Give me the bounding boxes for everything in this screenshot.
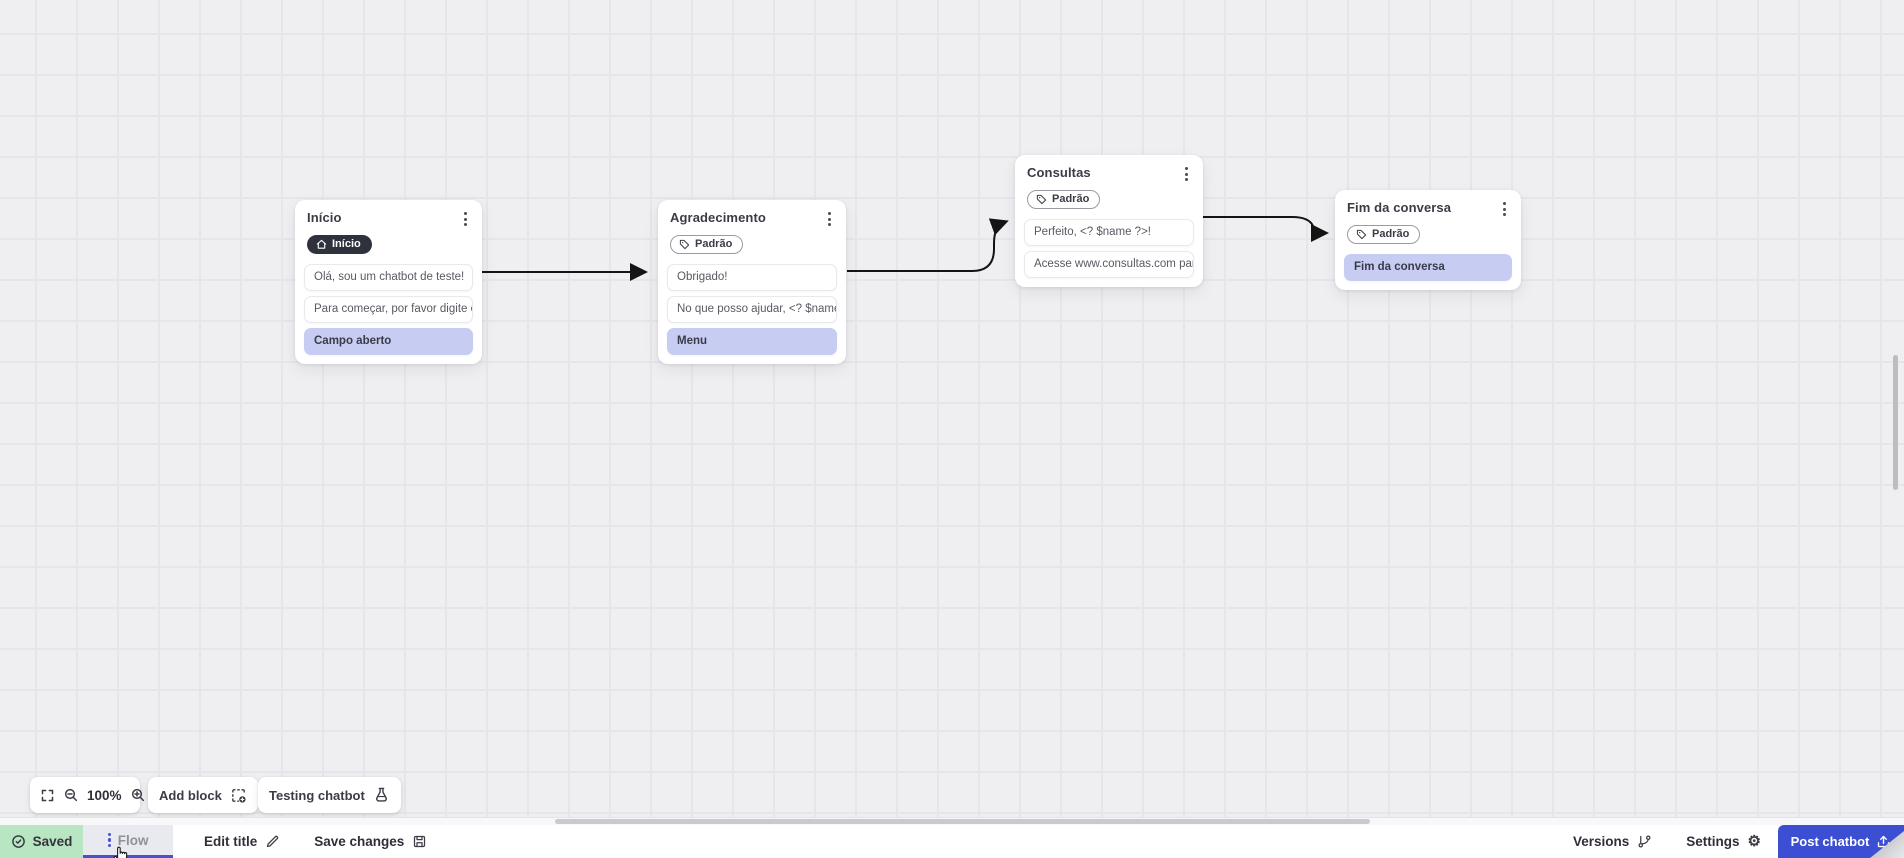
node-title: Agradecimento	[670, 210, 766, 225]
kebab-vertical-icon[interactable]	[107, 832, 111, 848]
badge-label: Padrão	[1052, 193, 1090, 205]
git-branch-icon	[1638, 835, 1651, 848]
node-agradecimento[interactable]: Agradecimento Padrão Obrigado! No que po…	[658, 200, 846, 364]
flask-icon	[375, 787, 387, 802]
tag-icon	[1356, 229, 1367, 239]
node-inicio[interactable]: Início Início Olá, sou um chatbot de tes…	[295, 200, 482, 364]
node-title: Fim da conversa	[1347, 200, 1452, 215]
horizontal-scrollbar-thumb[interactable]	[555, 819, 1370, 824]
home-icon	[316, 239, 327, 249]
pencil-icon	[267, 835, 279, 848]
badge-label: Padrão	[1372, 228, 1410, 240]
check-circle-icon	[11, 835, 25, 848]
node-menu-button[interactable]	[825, 210, 834, 228]
message-card[interactable]: Olá, sou um chatbot de teste!	[304, 263, 473, 291]
node-menu-button[interactable]	[461, 210, 470, 228]
floppy-icon	[414, 835, 426, 848]
horizontal-scrollbar-track[interactable]	[0, 817, 1904, 825]
settings-button[interactable]: Settings ⚙	[1669, 825, 1778, 858]
edit-title-label: Edit title	[204, 834, 258, 849]
node-title: Início	[307, 210, 342, 225]
edit-title-button[interactable]: Edit title	[187, 825, 297, 858]
add-block-button[interactable]: Add block	[148, 777, 258, 813]
statusbar-spacer	[444, 825, 1556, 858]
edge-consultas-fim	[1203, 216, 1329, 242]
add-block-label: Add block	[159, 787, 222, 803]
fullscreen-icon[interactable]	[40, 788, 55, 803]
message-card[interactable]: No que posso ajudar, <? $name ...	[667, 295, 837, 323]
canvas-zoom-controls: 100%	[30, 777, 144, 813]
saved-label: Saved	[32, 834, 73, 849]
gear-icon: ⚙	[1747, 833, 1761, 850]
save-changes-label: Save changes	[314, 834, 405, 849]
node-menu-button[interactable]	[1182, 165, 1191, 183]
action-card[interactable]: Campo aberto	[304, 327, 473, 355]
message-card[interactable]: Acesse www.consultas.com par...	[1024, 250, 1194, 278]
magnifier-plus-icon[interactable]	[130, 787, 146, 803]
versions-button[interactable]: Versions	[1556, 825, 1669, 858]
flow-tab-label: Flow	[117, 832, 149, 848]
save-changes-button[interactable]: Save changes	[297, 825, 444, 858]
default-badge: Padrão	[1347, 225, 1421, 244]
node-fim-da-conversa[interactable]: Fim da conversa Padrão Fim da conversa	[1335, 190, 1521, 290]
action-card[interactable]: Menu	[667, 327, 837, 355]
vertical-scrollbar-thumb[interactable]	[1893, 355, 1898, 490]
edge-agradecimento-consultas	[847, 218, 1009, 272]
upload-icon	[1878, 835, 1890, 848]
testing-chatbot-label: Testing chatbot	[269, 787, 365, 803]
node-title: Consultas	[1027, 165, 1091, 180]
message-card[interactable]: Para começar, por favor digite o ...	[304, 295, 473, 323]
flow-canvas[interactable]: Início Início Olá, sou um chatbot de tes…	[0, 0, 1904, 825]
default-badge: Padrão	[670, 235, 744, 254]
statusbar: Saved Flow Edit title Save changes Versi…	[0, 825, 1904, 858]
message-card[interactable]: Perfeito, <? $name ?>!	[1024, 218, 1194, 246]
zoom-level: 100%	[87, 787, 122, 803]
message-card[interactable]: Obrigado!	[667, 263, 837, 291]
badge-label: Padrão	[695, 238, 733, 250]
node-consultas[interactable]: Consultas Padrão Perfeito, <? $name ?>! …	[1015, 155, 1203, 287]
saved-status-badge: Saved	[0, 825, 83, 858]
magnifier-minus-icon[interactable]	[63, 787, 79, 803]
default-badge: Padrão	[1027, 190, 1101, 209]
post-chatbot-button[interactable]: Post chatbot	[1778, 825, 1904, 858]
action-card[interactable]: Fim da conversa	[1344, 253, 1512, 281]
node-menu-button[interactable]	[1500, 200, 1509, 218]
testing-chatbot-button[interactable]: Testing chatbot	[258, 777, 401, 813]
post-chatbot-label: Post chatbot	[1790, 834, 1870, 849]
tab-flow[interactable]: Flow	[83, 825, 173, 858]
flow-edges	[482, 216, 1329, 281]
versions-label: Versions	[1573, 834, 1630, 849]
badge-label: Início	[332, 238, 361, 250]
block-plus-icon	[231, 788, 246, 803]
settings-label: Settings	[1686, 834, 1740, 849]
start-badge: Início	[307, 235, 372, 254]
tag-icon	[679, 239, 690, 249]
tag-icon	[1036, 194, 1047, 204]
